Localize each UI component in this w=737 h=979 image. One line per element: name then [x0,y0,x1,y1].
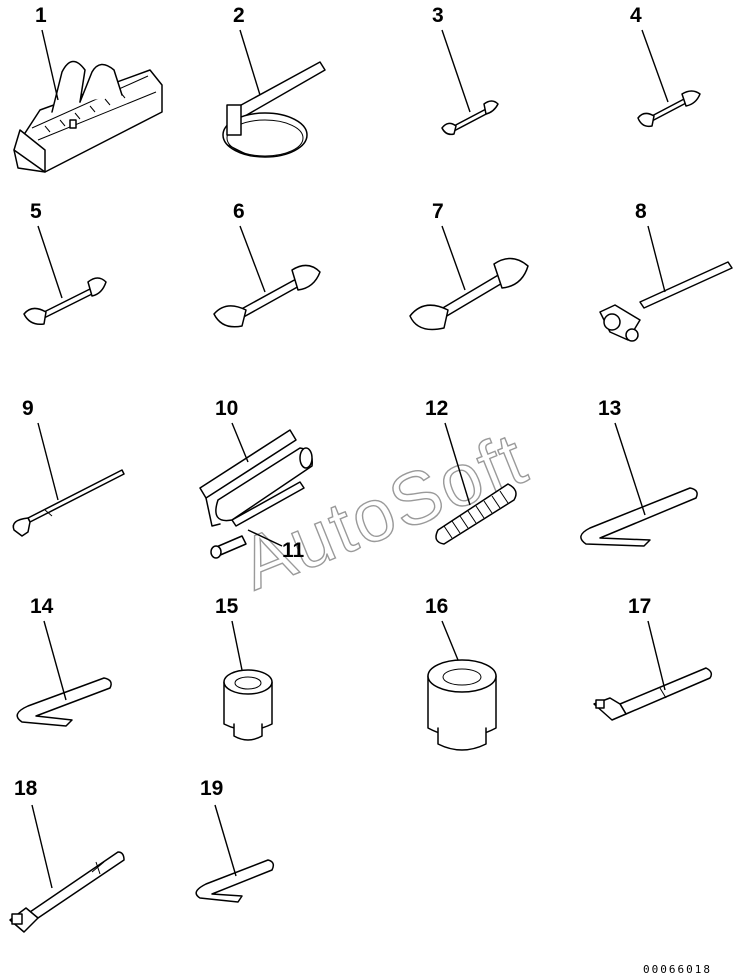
leader-line [239,225,266,293]
callout-16: 16 [425,595,448,618]
leader-line [441,29,471,113]
leader-line [43,620,67,701]
callout-8: 8 [635,200,647,223]
leader-line [31,804,53,889]
leader-line [647,620,666,691]
wrench-small-part [441,100,499,136]
leader-line [231,620,243,671]
t-wrench-part [9,851,125,933]
callout-12: 12 [425,397,448,420]
drawing-code: 00066018 [643,963,712,976]
l-handle-part [593,667,713,721]
callout-5: 5 [30,200,42,223]
leader-line [444,422,471,506]
leader-line [41,29,59,101]
socket-large-part [427,659,497,751]
leader-line [37,225,63,299]
leader-line [37,422,59,501]
coil-part [435,483,517,545]
callout-6: 6 [233,200,245,223]
leader-line [239,29,261,96]
grease-gun-part [199,429,313,559]
leader-line [441,620,459,661]
hex-key-part [580,487,698,547]
socket-handle-part [599,261,733,342]
leader-line [231,422,249,463]
callout-4: 4 [630,4,642,27]
callout-13: 13 [598,397,621,420]
leader-line [641,29,669,103]
callout-2: 2 [233,4,245,27]
callout-7: 7 [432,200,444,223]
pry-bar-part [12,469,125,537]
callout-1: 1 [35,4,47,27]
wrench-part [23,277,107,326]
wrench-large-part [409,257,529,331]
callout-3: 3 [432,4,444,27]
callout-11: 11 [282,539,305,562]
tool-bag-part [13,60,163,173]
callout-15: 15 [215,595,239,618]
callout-17: 17 [628,595,651,618]
leader-line [647,225,666,293]
callout-10: 10 [215,397,238,420]
leader-line [247,529,283,547]
hex-key-part [195,859,275,903]
socket-part [223,669,273,741]
wrench-small-part [637,90,701,128]
hex-key-part [16,677,112,727]
callout-14: 14 [30,595,54,618]
leader-line [441,225,466,291]
callout-19: 19 [200,777,223,800]
filter-wrench-part [222,61,326,158]
callout-18: 18 [14,777,38,800]
wrench-part [213,264,321,328]
leader-line [614,422,646,516]
callout-9: 9 [22,397,34,420]
leader-line [214,804,237,877]
